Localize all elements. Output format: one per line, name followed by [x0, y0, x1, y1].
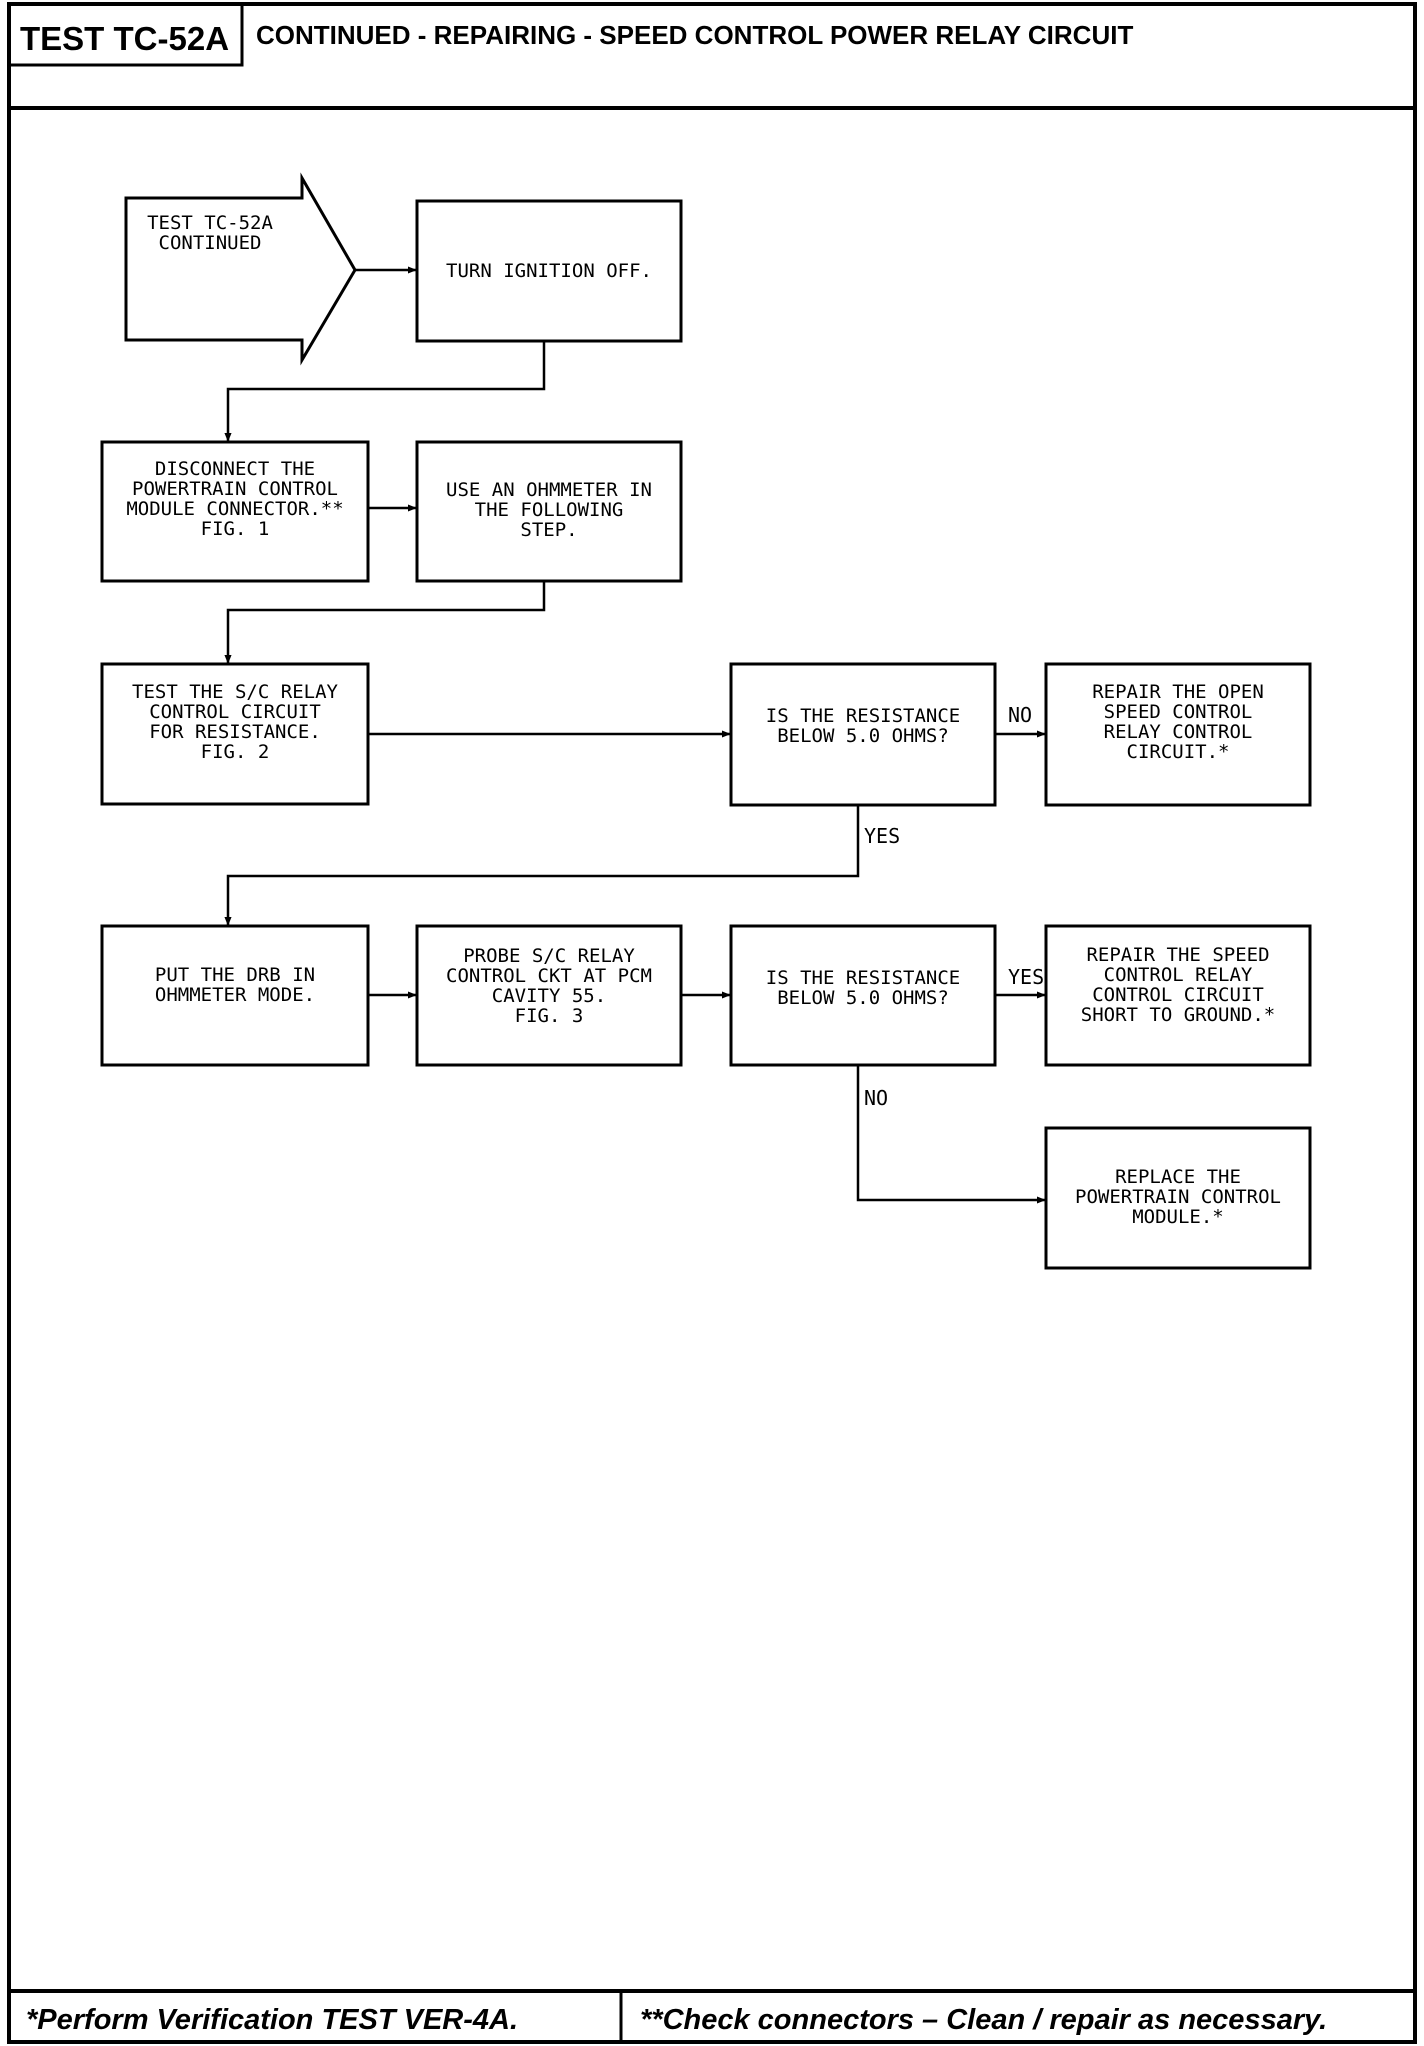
text-disconnect-pcm-line-3: MODULE CONNECTOR.** — [126, 498, 343, 520]
page-title: CONTINUED - REPAIRING - SPEED CONTROL PO… — [256, 20, 1133, 50]
arrow-ignition-to-disconnect — [224, 341, 546, 442]
text-turn-ignition-off-line-1: TURN IGNITION OFF. — [446, 260, 652, 282]
label-no-2: NO — [864, 1086, 888, 1110]
text-repair-open-circuit-line-1: REPAIR THE OPEN — [1092, 681, 1264, 703]
arrow-decision-1-yes — [224, 805, 860, 926]
text-use-ohmmeter-line-3: STEP. — [520, 519, 577, 541]
arrow-decision-2-no — [856, 1065, 1046, 1204]
text-decision-resistance-2-line-2: BELOW 5.0 OHMS? — [777, 987, 949, 1009]
box-use-ohmmeter — [415, 440, 683, 583]
text-use-ohmmeter-line-2: THE FOLLOWING — [475, 499, 624, 521]
text-use-ohmmeter-line-1: USE AN OHMMETER IN — [446, 479, 652, 501]
text-replace-pcm-line-1: REPLACE THE — [1115, 1166, 1241, 1188]
box-probe-relay — [415, 924, 683, 1067]
page-frame — [7, 2, 1417, 2044]
text-repair-short-line-4: SHORT TO GROUND.* — [1081, 1004, 1275, 1026]
arrow-ohmmeter-to-test — [224, 581, 546, 664]
test-id: TEST TC-52A — [20, 20, 229, 57]
text-repair-short-line-1: REPAIR THE SPEED — [1086, 944, 1269, 966]
label-yes-1: YES — [864, 824, 900, 848]
text-decision-resistance-2-line-1: IS THE RESISTANCE — [766, 967, 960, 989]
text-test-relay-circuit-line-1: TEST THE S/C RELAY — [132, 681, 338, 703]
test-id-box — [7, 2, 244, 67]
connectors — [224, 266, 1046, 1204]
label-no-1: NO — [1008, 703, 1032, 727]
start-label-line-1: TEST TC-52A — [147, 212, 273, 234]
text-repair-open-circuit-line-4: CIRCUIT.* — [1127, 741, 1230, 763]
text-turn-ignition-off: TURN IGNITION OFF. — [446, 260, 652, 282]
text-replace-pcm-line-2: POWERTRAIN CONTROL — [1075, 1186, 1281, 1208]
text-test-relay-circuit-line-3: FOR RESISTANCE. — [149, 721, 321, 743]
text-disconnect-pcm-line-2: POWERTRAIN CONTROL — [132, 478, 338, 500]
box-turn-ignition-off — [415, 199, 683, 343]
text-repair-short-line-2: CONTROL RELAY — [1104, 964, 1253, 986]
box-repair-short — [1044, 924, 1312, 1067]
footer: *Perform Verification TEST VER-4A. **Che… — [9, 1989, 1415, 2042]
text-decision-resistance-1-line-1: IS THE RESISTANCE — [766, 705, 960, 727]
text-drb-ohmmeter-mode-line-1: PUT THE DRB IN — [155, 964, 315, 986]
text-probe-relay-line-3: CAVITY 55. — [492, 985, 606, 1007]
footer-note-connectors: **Check connectors – Clean / repair as n… — [640, 2004, 1327, 2036]
start-label-line-2: CONTINUED — [159, 232, 262, 254]
box-disconnect-pcm — [100, 440, 370, 583]
text-repair-open-circuit-line-2: SPEED CONTROL — [1104, 701, 1253, 723]
text-repair-open-circuit-line-3: RELAY CONTROL — [1104, 721, 1253, 743]
text-replace-pcm-line-3: MODULE.* — [1132, 1206, 1224, 1228]
box-repair-open-circuit — [1044, 662, 1312, 807]
box-replace-pcm — [1044, 1126, 1312, 1270]
footer-note-verification: *Perform Verification TEST VER-4A. — [26, 2004, 518, 2036]
text-drb-ohmmeter-mode-line-2: OHMMETER MODE. — [155, 984, 315, 1006]
text-repair-short-line-3: CONTROL CIRCUIT — [1092, 984, 1264, 1006]
text-probe-relay-line-2: CONTROL CKT AT PCM — [446, 965, 652, 987]
text-probe-relay-line-1: PROBE S/C RELAY — [463, 945, 635, 967]
start-arrow-shape — [124, 172, 357, 366]
header: TEST TC-52A CONTINUED - REPAIRING - SPEE… — [7, 2, 1415, 110]
box-test-relay-circuit — [100, 662, 370, 806]
label-yes-2: YES — [1008, 965, 1044, 989]
text-decision-resistance-1-line-2: BELOW 5.0 OHMS? — [777, 725, 949, 747]
text-test-relay-circuit-line-4: FIG. 2 — [201, 741, 270, 763]
text-test-relay-circuit-line-2: CONTROL CIRCUIT — [149, 701, 321, 723]
text-disconnect-pcm-line-5: FIG. 1 — [201, 518, 270, 540]
text-probe-relay-line-5: FIG. 3 — [515, 1005, 584, 1027]
text-disconnect-pcm-line-1: DISCONNECT THE — [155, 458, 315, 480]
box-decision-resistance-2 — [729, 924, 997, 1067]
